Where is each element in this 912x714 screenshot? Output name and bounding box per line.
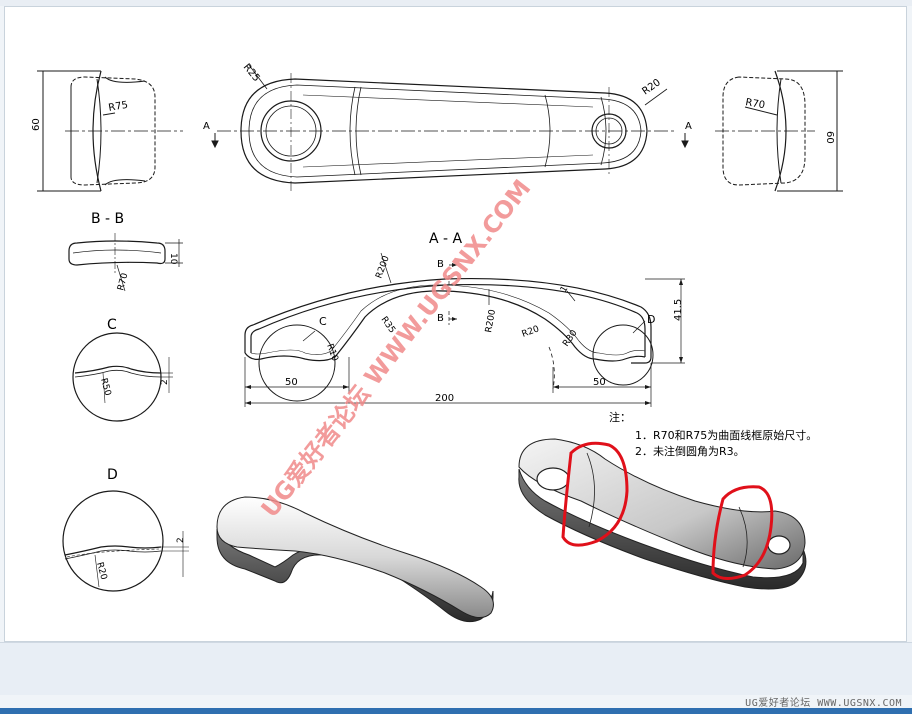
right-side-view (715, 70, 843, 192)
dim-aa-length: 200 (435, 393, 454, 404)
section-label-c: C (107, 317, 117, 333)
top-strip (0, 0, 912, 6)
dim-bb-r70: R70 (116, 272, 130, 292)
section-label-aa: A - A (429, 231, 463, 247)
notes-line-1: 1．R70和R75为曲面线框原始尺寸。 (635, 428, 817, 442)
bottom-panel (0, 642, 912, 695)
dim-r200-outer: R200 (374, 254, 392, 280)
dim-left-height: 60 (31, 118, 42, 131)
section-bb-view (68, 233, 183, 292)
dim-r25: R25 (241, 62, 262, 84)
section-arrows-a (211, 133, 689, 149)
section-mark-b-top: B (437, 259, 444, 270)
dim-c-2: 2 (160, 379, 170, 385)
section-mark-a-right: A (685, 121, 692, 132)
detail-c-view (72, 332, 173, 422)
dim-right-height: 60 (824, 131, 835, 144)
label-d-callout: D (647, 313, 655, 326)
label-c-callout: C (319, 315, 327, 328)
drawing-canvas: 60 R75 R25 R20 A A 60 R70 (31, 62, 843, 623)
top-plan-view (217, 64, 675, 193)
dim-r200-inner: R200 (484, 308, 498, 333)
dim-bb-height: 10 (168, 253, 178, 265)
section-label-d: D (107, 467, 118, 483)
dim-c-r50: R50 (98, 377, 112, 397)
left-side-view (37, 70, 183, 192)
dim-thk-1: 1 (559, 285, 571, 295)
highlight-circles (561, 441, 774, 580)
dimension-arrows (245, 263, 683, 405)
dim-d-2: 2 (176, 537, 186, 543)
dim-r70-right: R70 (744, 97, 765, 111)
dim-r20-mid: R20 (521, 324, 541, 340)
detail-d-view (62, 490, 189, 592)
section-label-bb: B - B (91, 211, 124, 227)
notes-title: 注： (609, 410, 631, 424)
notes-line-2: 2．未注倒圆角为R3。 (635, 444, 745, 458)
section-aa-view (244, 252, 685, 407)
dim-r75: R75 (108, 100, 129, 114)
section-mark-b-bottom: B (437, 313, 444, 324)
watermark: UG爱好者论坛 WWW.UGSNX.COM (256, 174, 537, 522)
dim-aa-right-50: 50 (593, 377, 606, 388)
taskbar-strip (0, 708, 912, 714)
drawing-sheet: 60 R75 R25 R20 A A 60 R70 (4, 6, 907, 642)
dim-aa-left-50: 50 (285, 377, 298, 388)
dim-d-r20: R20 (94, 561, 108, 581)
section-mark-a-left: A (203, 121, 210, 132)
model-3d-left (216, 496, 494, 623)
model-3d-right (518, 438, 807, 590)
dim-aa-height: 41.5 (673, 299, 684, 321)
footer-watermark: UG爱好者论坛 WWW.UGSNX.COM (745, 698, 902, 709)
